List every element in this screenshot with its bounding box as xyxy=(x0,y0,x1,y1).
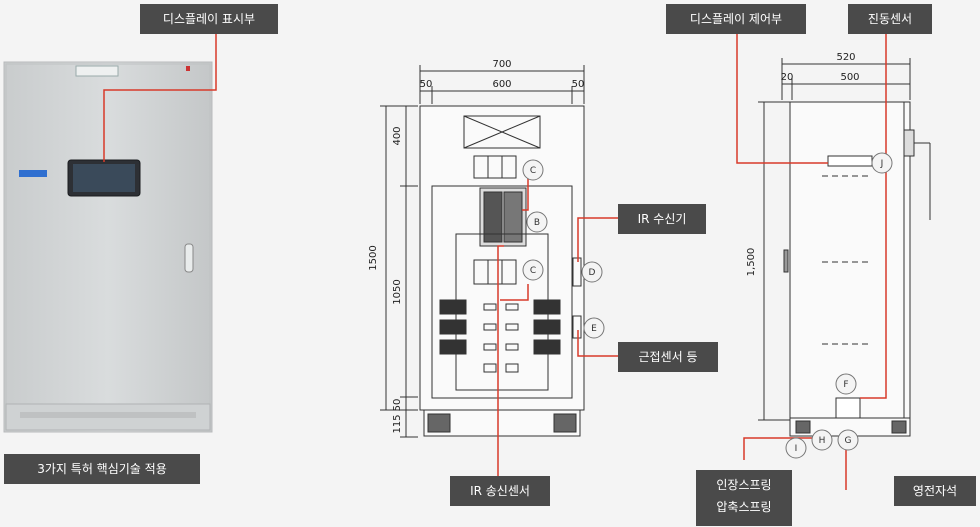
dim-inner-height: 1050 xyxy=(392,279,403,304)
marker-c-upper: C xyxy=(530,166,536,176)
dim-total-height: 1500 xyxy=(368,245,379,270)
label-springs: 인장스프링 압축스프링 xyxy=(696,470,792,526)
dim-side-offset: 20 xyxy=(781,72,794,83)
label-spring-tension: 인장스프링 xyxy=(716,478,772,492)
label-proximity-sensor: 근접센서 등 xyxy=(618,342,718,372)
label-ir-transmitter: IR 송신센서 xyxy=(450,476,550,506)
dim-base: 115 xyxy=(392,414,403,433)
dim-right-margin: 50 xyxy=(572,79,585,90)
label-vibration-sensor: 진동센서 xyxy=(848,4,932,34)
label-display-control: 디스플레이 제어부 xyxy=(666,4,806,34)
label-permanent-magnet: 영전자석 xyxy=(894,476,976,506)
marker-i: I xyxy=(795,444,798,454)
label-core-tech: 3가지 특허 핵심기술 적용 xyxy=(4,454,200,484)
front-drawing xyxy=(380,65,585,438)
marker-e: E xyxy=(591,324,597,334)
dim-left-margin: 50 xyxy=(420,79,433,90)
marker-f: F xyxy=(843,380,848,390)
dim-side-depth: 500 xyxy=(840,72,859,83)
dim-side-total: 520 xyxy=(836,52,855,63)
markers xyxy=(522,152,893,459)
label-display-section: 디스플레이 표시부 xyxy=(140,4,278,34)
marker-j: J xyxy=(880,159,884,169)
label-spring-compression: 압축스프링 xyxy=(716,500,772,514)
dim-inner-width: 600 xyxy=(492,79,511,90)
cabinet-photo xyxy=(3,61,213,433)
dim-bottom-gap: 50 xyxy=(392,399,403,412)
marker-g: G xyxy=(845,436,852,446)
side-drawing xyxy=(758,58,931,437)
marker-h: H xyxy=(819,436,826,446)
dim-top: 400 xyxy=(392,126,403,145)
marker-b: B xyxy=(534,218,540,228)
marker-d: D xyxy=(589,268,596,278)
dim-side-height: 1,500 xyxy=(746,248,757,277)
label-ir-receiver: IR 수신기 xyxy=(618,204,706,234)
marker-c-lower: C xyxy=(530,266,536,276)
dim-total-width: 700 xyxy=(492,59,511,70)
